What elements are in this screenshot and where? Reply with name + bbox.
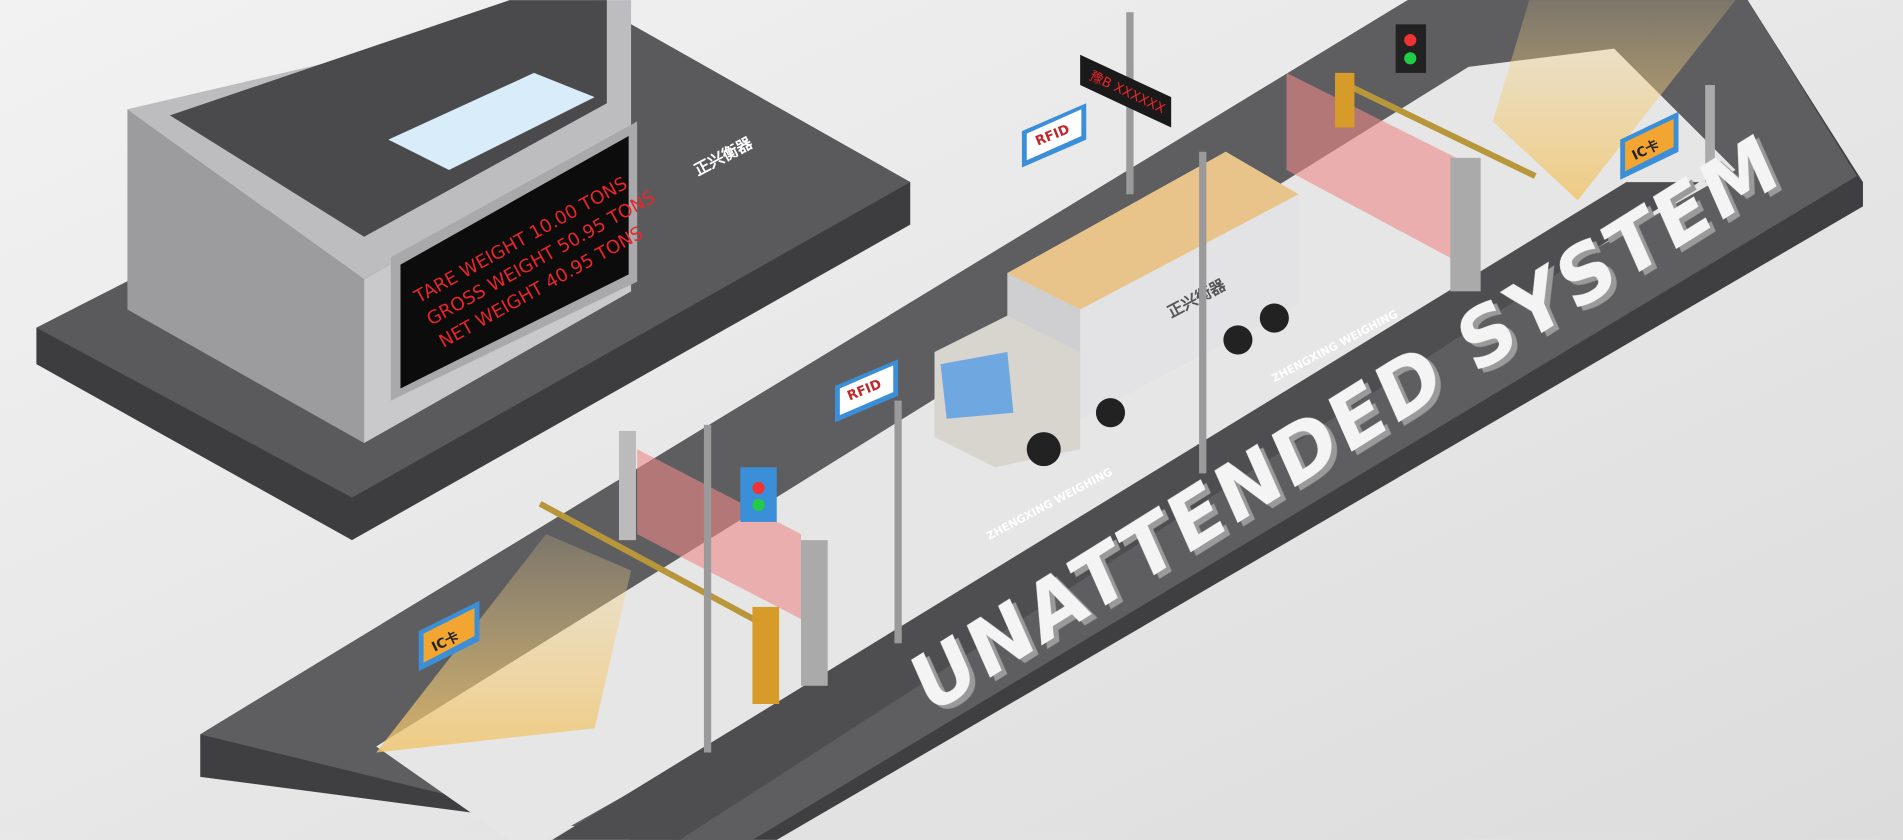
barrier-arm — [538, 501, 767, 628]
exit-barrier-arm — [1345, 82, 1537, 179]
exit-light-beam — [1492, 0, 1736, 201]
led-display — [400, 136, 629, 389]
desk — [388, 72, 595, 170]
ic-card-sign-right: IC卡 — [1620, 111, 1679, 180]
control-booth: TARE WEIGHT 10.00 TONS GROSS WEIGHT 50.9… — [36, 0, 911, 541]
exit-traffic-light-icon — [1395, 24, 1427, 73]
truck: 正兴衡器 — [934, 151, 1299, 468]
rfid-sign-left: RFID — [834, 359, 899, 423]
traffic-light-icon — [740, 467, 777, 522]
light-beam — [376, 534, 632, 753]
pole — [1199, 151, 1207, 474]
pole — [894, 400, 902, 644]
road-edge — [552, 182, 1700, 840]
rfid-sign-right: RFID — [1021, 103, 1087, 168]
exit-gate — [1286, 0, 1736, 292]
entrance-gate — [376, 424, 828, 753]
ic-card-sign-left: IC卡 — [418, 600, 480, 672]
